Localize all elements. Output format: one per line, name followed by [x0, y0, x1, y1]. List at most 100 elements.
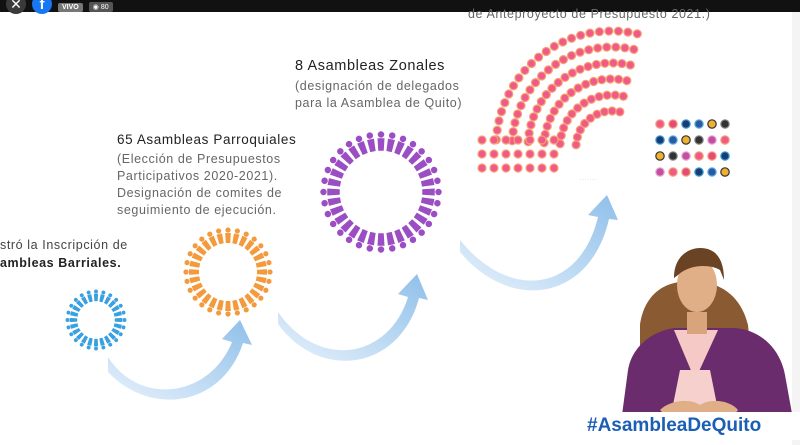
zonales-line1: (designación de delegados [295, 79, 460, 93]
arrow-2 [278, 274, 428, 361]
person-figure [192, 288, 207, 301]
person-figure [345, 140, 361, 160]
person-figure [337, 219, 354, 236]
seat-dot [681, 167, 691, 177]
seat-dot [504, 89, 514, 99]
seat-dot [668, 167, 678, 177]
person-figure [408, 219, 425, 236]
seat-dot [508, 81, 519, 91]
seat-dot [537, 149, 547, 159]
seat-dot [501, 163, 511, 173]
person-figure [216, 228, 224, 245]
seat-dot [594, 92, 604, 102]
seat-dot [549, 135, 559, 145]
person-figure [244, 293, 257, 308]
person-figure [420, 197, 441, 207]
seat-dot [707, 151, 717, 161]
person-figure [418, 205, 438, 218]
person-figure [66, 310, 79, 317]
seat-dot [668, 151, 678, 161]
zonales-heading: 8 Asambleas Zonales [295, 58, 446, 74]
seat-dot [707, 119, 717, 129]
seat-dot [720, 135, 730, 145]
seat-dot [501, 135, 511, 145]
seat-dot [605, 74, 615, 84]
seat-dot [586, 94, 596, 104]
seat-dot [655, 135, 665, 145]
person-figure [199, 236, 212, 251]
seat-dot [600, 58, 610, 68]
close-icon[interactable]: ✕ [6, 0, 26, 14]
seat-dot [576, 30, 586, 40]
seat-dot [694, 135, 704, 145]
seat-dot [720, 151, 730, 161]
facebook-icon[interactable]: f [32, 0, 52, 14]
person-figure [79, 293, 89, 305]
seat-dot [668, 119, 678, 129]
seat-dot [492, 125, 502, 135]
barriales-people-ring [65, 289, 127, 351]
person-figure [386, 231, 396, 252]
seat-dot [567, 68, 577, 78]
person-figure [401, 224, 417, 244]
seat-dot [681, 135, 691, 145]
seat-dot [622, 76, 632, 86]
person-figure [244, 236, 257, 251]
person-figure [257, 269, 273, 275]
seat-dot [510, 118, 520, 128]
person-figure [111, 327, 123, 337]
person-figure [69, 327, 81, 337]
seat-dot [575, 64, 585, 74]
person-figure [324, 205, 344, 218]
seat-dot [617, 58, 627, 69]
seat-dot [554, 99, 564, 109]
seat-dot [489, 135, 499, 145]
seat-dot [496, 107, 507, 117]
seat-dot [681, 119, 691, 129]
person-figure [355, 135, 368, 155]
seat-dot [573, 103, 583, 113]
arrow-3 [460, 195, 618, 291]
viewer-count: 80 [100, 3, 109, 11]
person-figure [99, 290, 106, 303]
zonales-line2: para la Asamblea de Quito) [295, 96, 463, 110]
person-figure [183, 269, 199, 275]
seat-dot [551, 59, 561, 69]
barriales-text-line1: stró la Inscripción de [0, 238, 128, 252]
seat-dot [558, 37, 568, 47]
seat-dot [560, 72, 570, 82]
seat-dot [720, 167, 730, 177]
seat-dot [566, 33, 577, 43]
person-figure [337, 148, 354, 165]
seat-dot [625, 60, 635, 70]
seat-dot [668, 135, 678, 145]
person-figure [93, 338, 99, 351]
person-figure [329, 212, 349, 228]
flow-arrows [108, 195, 618, 400]
seat-dot [694, 119, 704, 129]
parroquiales-line3: Designación de comites de [117, 186, 283, 200]
person-figure [413, 212, 433, 228]
person-figure [103, 335, 113, 347]
seat-dot [525, 149, 535, 159]
person-figure [366, 231, 376, 252]
seat-dot [581, 79, 591, 89]
seat-dot [532, 104, 542, 114]
seat-dot [537, 71, 547, 81]
seat-dot [556, 131, 566, 141]
seat-dot [591, 59, 602, 70]
seat-dot [608, 58, 618, 68]
presentation-slide: · · · · · · · stró la Inscripción de amb… [0, 7, 800, 445]
seat-dot [580, 118, 590, 129]
person-figure [113, 323, 126, 330]
person-figure [413, 156, 433, 172]
person-figure [99, 337, 106, 350]
people-rings [65, 26, 730, 351]
seat-dot [610, 90, 620, 100]
seat-dot [508, 127, 518, 137]
seat-dot [615, 107, 625, 117]
seat-dot [575, 47, 585, 57]
seat-dot [525, 135, 535, 145]
seat-dot [655, 151, 665, 161]
seat-dot [594, 27, 604, 37]
